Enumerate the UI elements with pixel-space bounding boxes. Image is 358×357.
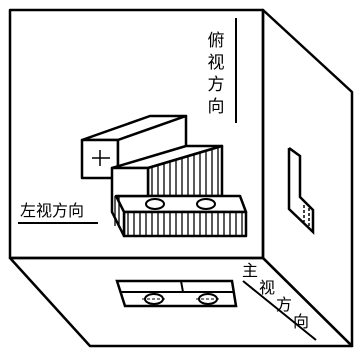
front-view-char-4: 向 (293, 312, 309, 331)
top-view-char-1: 俯 (208, 31, 225, 51)
base-hatching (127, 212, 243, 236)
top-view-char-3: 方 (208, 75, 225, 95)
top-view-char-2: 视 (208, 53, 225, 73)
top-view-direction: 俯 视 方 向 (208, 18, 237, 123)
base-hole-right (196, 198, 216, 210)
top-view-char-4: 向 (208, 97, 225, 117)
left-view-direction: 左视方向 (18, 201, 98, 224)
base-left-face (110, 166, 150, 238)
projection-box (8, 8, 354, 348)
floor-projection-divider (180, 280, 184, 293)
base-top-face (114, 194, 248, 214)
solid-object (80, 114, 248, 238)
rib-hatching (151, 147, 219, 196)
side-projection (287, 146, 315, 235)
front-view-char-2: 视 (259, 278, 275, 297)
front-view-char-1: 主 (242, 261, 258, 280)
floor-projection (115, 279, 238, 308)
side-projection-outline (287, 146, 315, 235)
base-hole-left (145, 198, 165, 210)
floor-plane (8, 256, 354, 348)
front-view-arrow-line (242, 280, 317, 341)
base-left-hatching (114, 196, 120, 226)
left-view-label: 左视方向 (20, 201, 84, 220)
floor-projection-outline (115, 279, 238, 308)
front-view-char-3: 方 (276, 295, 292, 314)
front-view-direction: 主 视 方 向 (242, 261, 317, 341)
base-front-face (122, 210, 248, 238)
